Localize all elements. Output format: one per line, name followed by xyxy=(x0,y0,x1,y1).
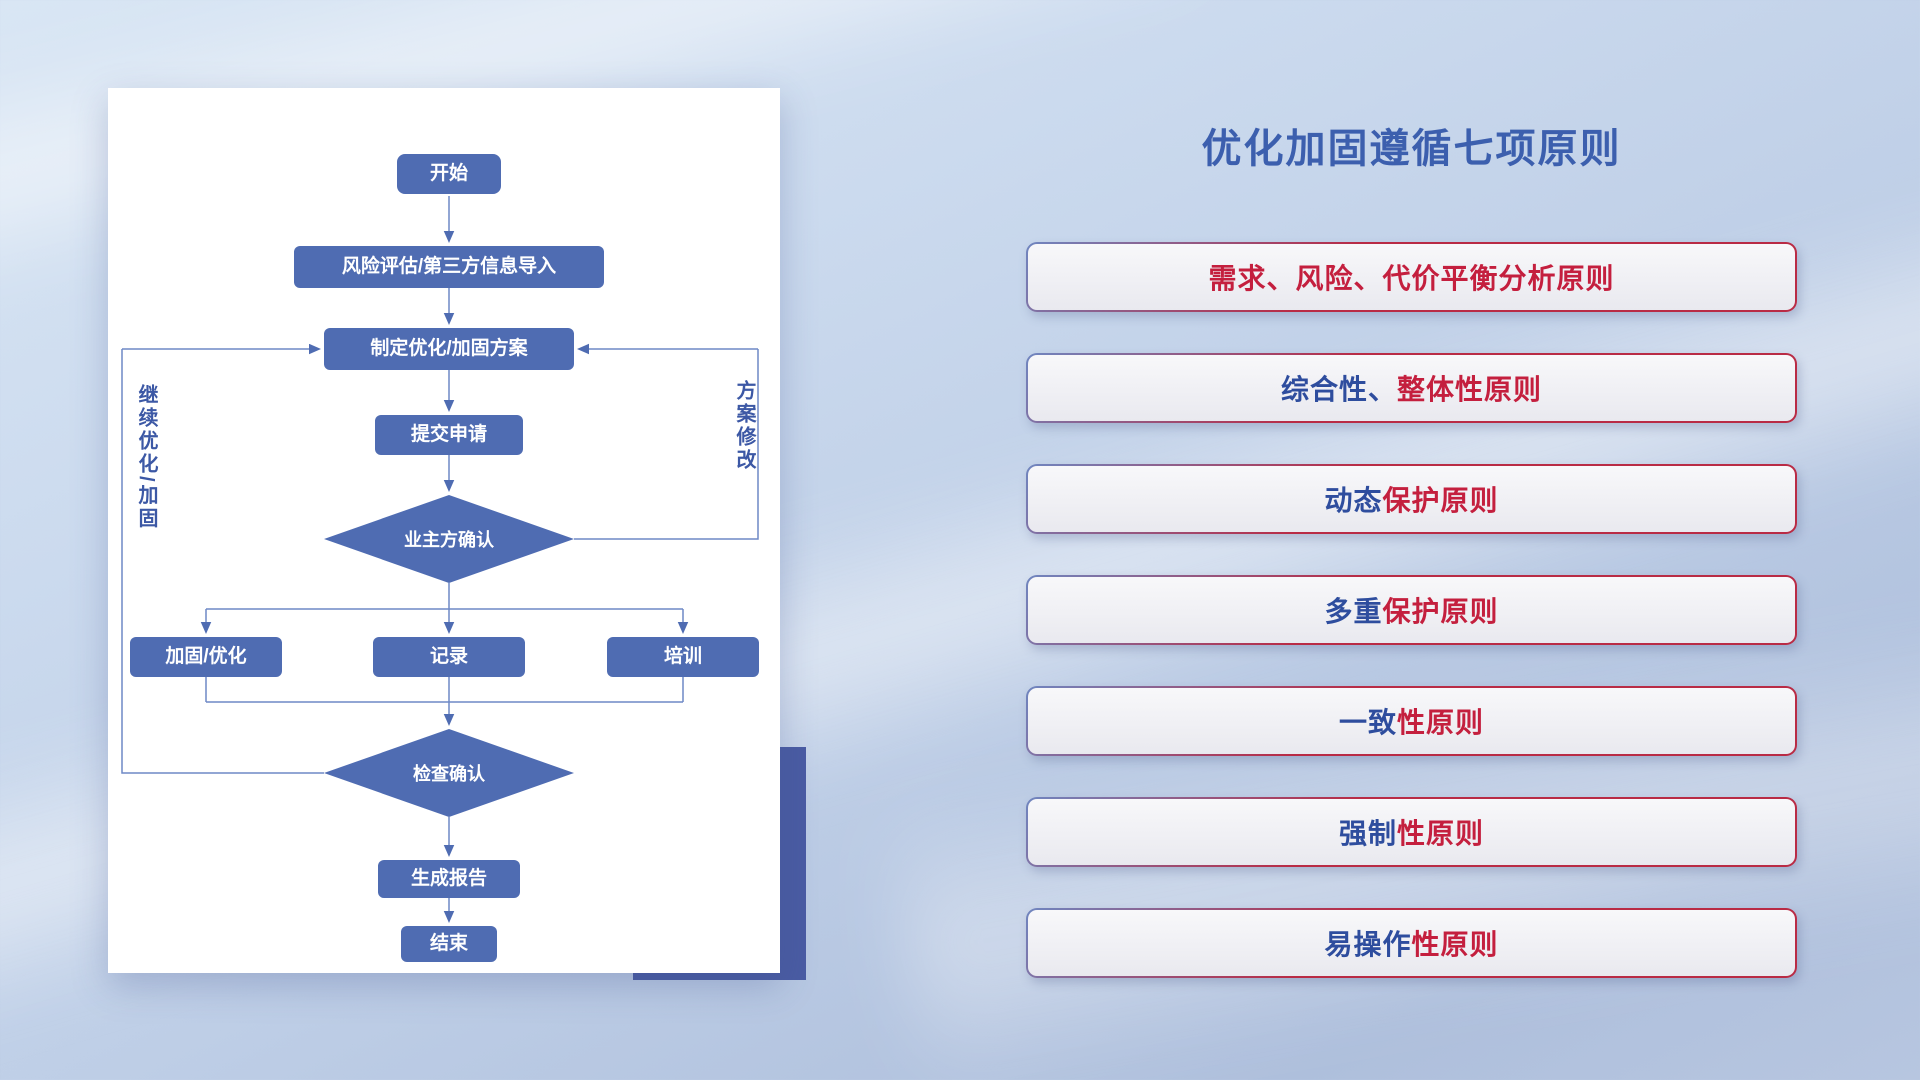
principle-item: 易操作性原则 xyxy=(1026,908,1797,978)
principle-text-blue: 综合性、 xyxy=(1280,374,1397,405)
principle-text-red: 性原则 xyxy=(1397,818,1485,849)
loop-label-plan-modify: 方案修改 xyxy=(733,380,755,472)
principle-item: 多重保护原则 xyxy=(1026,575,1797,645)
principle-item: 需求、风险、代价平衡分析原则 xyxy=(1026,242,1797,312)
flowchart-node-make-plan: 制定优化/加固方案 xyxy=(324,328,574,370)
principle-text-red: 保护原则 xyxy=(1382,596,1499,627)
flowchart-node-report: 生成报告 xyxy=(378,860,520,898)
principle-text-red: 需求、风险、代价平衡分析原则 xyxy=(1208,263,1615,294)
principle-item: 综合性、整体性原则 xyxy=(1026,353,1797,423)
principle-text-blue: 易操作 xyxy=(1324,929,1412,960)
flowchart-node-risk-import: 风险评估/第三方信息导入 xyxy=(294,246,604,288)
page-title: 优化加固遵循七项原则 xyxy=(1201,127,1622,171)
principles-list: 需求、风险、代价平衡分析原则 综合性、整体性原则 动态保护原则 多重保护原则 一… xyxy=(1026,242,1797,978)
loop-label-continue-optimize: 继续优化/加固 xyxy=(135,384,157,531)
flowchart-card: 开始 风险评估/第三方信息导入 制定优化/加固方案 提交申请 业主方确认 加固/… xyxy=(108,88,780,973)
principle-item: 动态保护原则 xyxy=(1026,464,1797,534)
flowchart-node-end: 结束 xyxy=(401,926,497,962)
flowchart-node-submit: 提交申请 xyxy=(375,415,523,455)
flowchart-connectors xyxy=(121,196,759,923)
flowchart-node-start: 开始 xyxy=(397,154,501,194)
principle-text-blue: 多重 xyxy=(1324,596,1383,627)
principle-text-blue: 动态 xyxy=(1324,485,1383,516)
principle-text-red: 整体性原则 xyxy=(1397,374,1543,405)
principle-item: 一致性原则 xyxy=(1026,686,1797,756)
principle-text-blue: 强制 xyxy=(1338,818,1397,849)
principle-item: 强制性原则 xyxy=(1026,797,1797,867)
flowchart-node-record: 记录 xyxy=(373,637,525,677)
principle-text-red: 性原则 xyxy=(1411,929,1499,960)
principle-text-blue: 一致 xyxy=(1338,707,1397,738)
principle-text-red: 保护原则 xyxy=(1382,485,1499,516)
flowchart-node-reinforce: 加固/优化 xyxy=(130,637,282,677)
flowchart-node-training: 培训 xyxy=(607,637,759,677)
principle-text-red: 性原则 xyxy=(1397,707,1485,738)
